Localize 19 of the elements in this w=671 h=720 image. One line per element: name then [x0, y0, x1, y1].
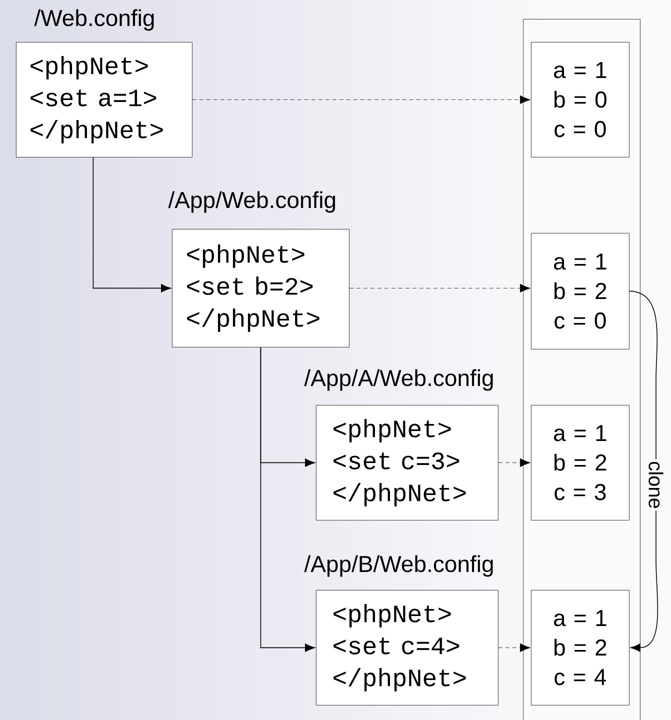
arrow	[260, 347, 315, 652]
config-box: <phpNet> <set a=1> </phpNet>	[16, 42, 192, 158]
arrow	[498, 643, 530, 652]
file-path-label: /App/Web.config	[168, 191, 336, 213]
arrow	[498, 458, 530, 468]
file-path-label: /Web.config	[34, 9, 154, 31]
file-path-label: /App/B/Web.config	[304, 555, 493, 577]
value-box: a = 1 b = 2 c = 4	[531, 590, 630, 706]
value-box: a = 1 b = 2 c = 3	[531, 405, 630, 520]
arrow	[192, 95, 530, 104]
edge-label: clone	[646, 459, 666, 511]
value-box: a = 1 b = 0 c = 0	[531, 42, 630, 158]
file-path-label: /App/A/Web.config	[304, 369, 493, 391]
config-box: <phpNet> <set c=3> </phpNet>	[316, 405, 498, 520]
config-box: <phpNet> <set b=2> </phpNet>	[172, 229, 350, 348]
config-box: <phpNet> <set c=4> </phpNet>	[316, 590, 498, 706]
value-box: a = 1 b = 2 c = 0	[531, 233, 630, 350]
arrow	[92, 157, 171, 292]
arrow	[349, 284, 530, 293]
